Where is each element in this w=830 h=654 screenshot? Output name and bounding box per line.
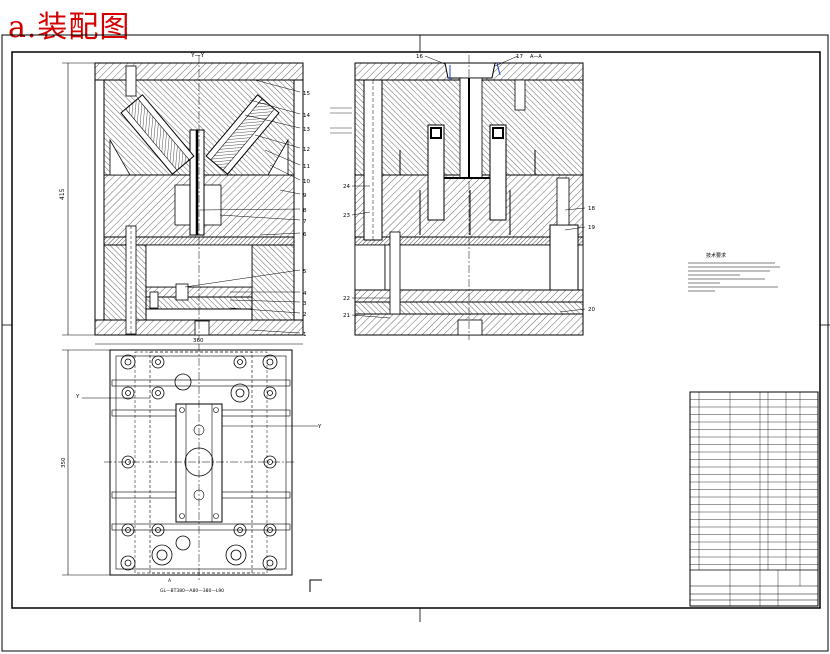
plan-a-label: A	[168, 578, 172, 584]
plan-view: 360 350 Y Y A GL—BT380—A80—380—L90	[61, 338, 322, 594]
part-number: 11	[303, 164, 310, 170]
part-number: 19	[588, 225, 595, 231]
right-view-label: A—A	[530, 54, 542, 60]
left-section-view: 415 Y—Y	[59, 52, 304, 340]
plan-note: GL—BT380—A80—380—L90	[160, 588, 224, 594]
part-number: 22	[343, 296, 350, 302]
part-number: 7	[303, 219, 307, 225]
part-number: 1	[303, 332, 307, 338]
part-number: 14	[303, 113, 310, 119]
drawing-title: a.装配图	[8, 10, 131, 45]
part-number: 2	[303, 312, 307, 318]
border-ticks	[2, 35, 830, 622]
sheet-outer-border	[1, 34, 829, 652]
part-number: 6	[303, 232, 307, 238]
part-number: 4	[303, 291, 307, 297]
part-number: 9	[303, 193, 307, 199]
right-part-numbers: 16 17 24 23 22 21 18 19 20	[343, 54, 595, 319]
part-number: 5	[303, 269, 307, 275]
plan-height-dimension: 350	[61, 457, 67, 468]
notes-title: 技术要求	[706, 252, 726, 259]
width-dimension: 360	[193, 338, 204, 344]
right-part-leaders	[351, 55, 586, 319]
technical-notes: 技术要求	[688, 252, 780, 292]
part-number: 23	[343, 213, 350, 219]
part-number: 20	[588, 307, 595, 313]
part-number: 24	[343, 184, 350, 190]
part-number: 17	[516, 54, 523, 60]
part-number: 8	[303, 208, 307, 214]
right-view-side-labels	[330, 107, 352, 134]
part-number: 21	[343, 313, 350, 319]
part-number: 16	[416, 54, 423, 60]
section-arrow	[309, 579, 322, 592]
left-part-leaders	[184, 79, 301, 334]
part-number: 10	[303, 179, 310, 185]
part-number: 13	[303, 127, 310, 133]
parts-list	[689, 391, 819, 607]
part-number: 18	[588, 206, 595, 212]
plan-y-left-label: Y	[75, 394, 80, 400]
part-number: 12	[303, 147, 310, 153]
height-dimension: 415	[59, 188, 66, 200]
part-number: 3	[303, 301, 307, 307]
part-number: 15	[303, 91, 310, 97]
sheet-inner-border	[11, 51, 821, 609]
right-section-view: A—A	[354, 54, 584, 340]
plan-y-right-label: Y	[317, 424, 322, 430]
left-view-label: Y—Y	[190, 52, 205, 59]
left-part-numbers: 15 14 13 12 11 10 9 8 7 6 5 4 3 2 1	[303, 91, 310, 338]
